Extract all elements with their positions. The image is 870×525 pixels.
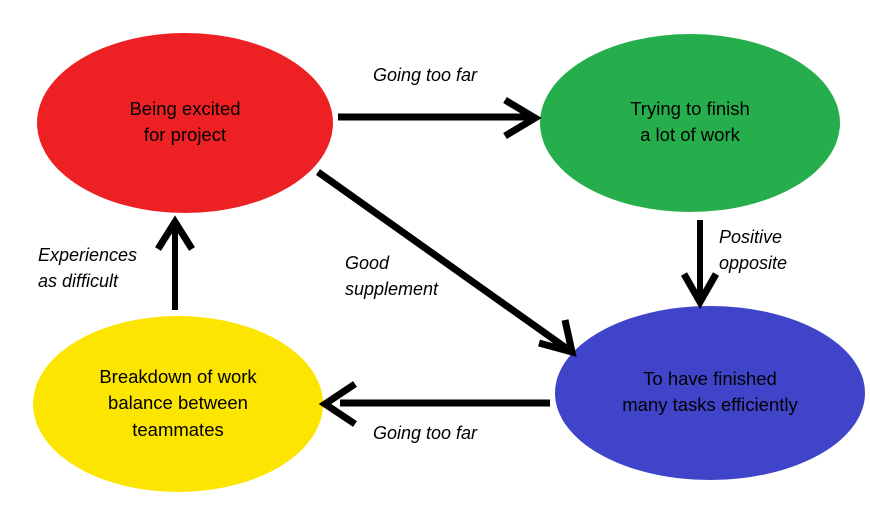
edge-finished-to-breakdown: [318, 381, 550, 427]
edge-label-experiences-as-difficult: Experiences as difficult: [38, 245, 138, 292]
edge-breakdown-to-excited: [155, 215, 195, 310]
edge-label-positive-opposite: Positive opposite: [719, 227, 788, 274]
edge-label-good-supplement: Good supplement: [345, 253, 439, 300]
node-finished[interactable]: [555, 306, 865, 480]
node-trying[interactable]: [540, 34, 840, 212]
node-breakdown[interactable]: [33, 316, 323, 492]
edge-excited-to-trying: [338, 96, 542, 140]
edge-label-going-too-far-bottom: Going too far: [372, 423, 478, 443]
edge-label-going-too-far-top: Going too far: [372, 65, 478, 85]
edge-excited-to-finished: [315, 169, 577, 357]
node-excited[interactable]: [37, 33, 333, 213]
edge-trying-to-finished: [680, 220, 720, 310]
